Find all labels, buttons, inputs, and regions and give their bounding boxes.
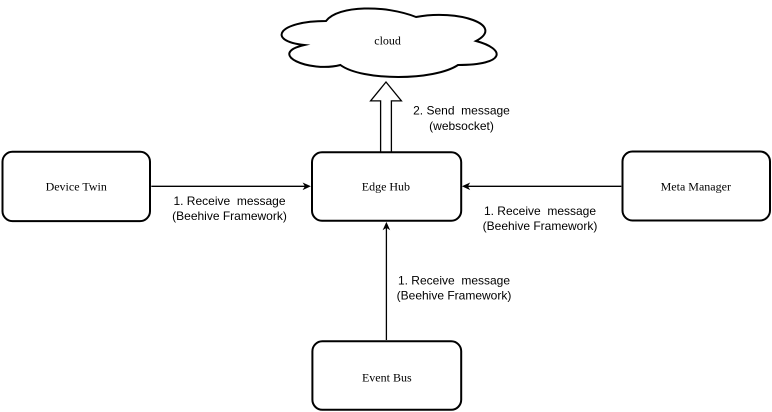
svg-text:(Beehive Framework): (Beehive Framework) bbox=[483, 219, 598, 233]
svg-text:(Beehive Framework): (Beehive Framework) bbox=[172, 209, 287, 223]
svg-text:1. Receive message: 1. Receive message bbox=[398, 273, 510, 287]
svg-text:Edge Hub: Edge Hub bbox=[362, 180, 410, 194]
svg-text:Event Bus: Event Bus bbox=[362, 371, 412, 385]
svg-text:2. Send message: 2. Send message bbox=[413, 104, 510, 118]
svg-text:(Beehive Framework): (Beehive Framework) bbox=[397, 289, 512, 303]
svg-text:Meta Manager: Meta Manager bbox=[661, 180, 731, 194]
svg-text:1. Receive message: 1. Receive message bbox=[173, 194, 285, 208]
svg-text:cloud: cloud bbox=[374, 33, 401, 47]
svg-text:(websocket): (websocket) bbox=[429, 119, 494, 133]
svg-text:1. Receive message: 1. Receive message bbox=[484, 204, 596, 218]
svg-text:Device Twin: Device Twin bbox=[46, 180, 107, 194]
